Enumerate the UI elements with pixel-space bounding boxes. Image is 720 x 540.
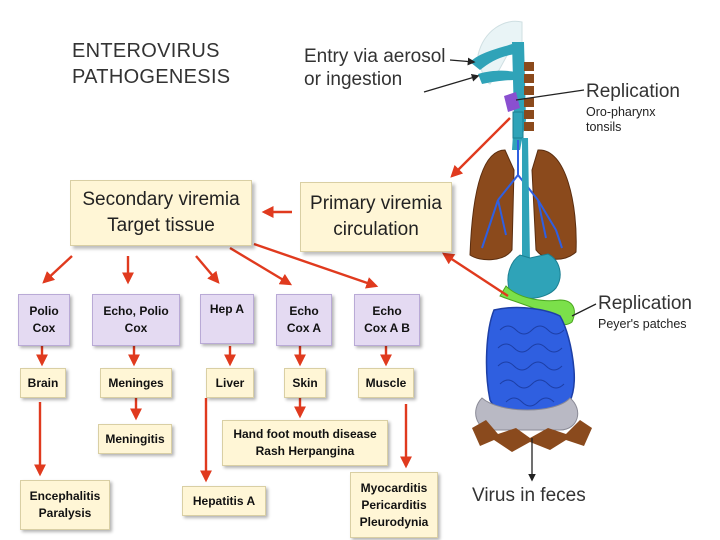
oro-pharynx-text: Oro-pharynx <box>586 105 656 119</box>
pelvis <box>475 397 579 431</box>
disease-hand-foot-mouth: Hand foot mouth disease Rash Herpangina <box>222 420 388 466</box>
entry-pointer-aerosol <box>449 57 476 66</box>
entry-label: Entry via aerosol or ingestion <box>304 45 446 91</box>
disease-myocarditis: Myocarditis Pericarditis Pleurodynia <box>350 472 438 538</box>
replication-gut-pointer <box>571 303 597 317</box>
virus-type-5-line-2: Cox A B <box>364 321 410 335</box>
tissue-skin: Skin <box>284 368 326 398</box>
virus-type-echo-polio-cox: Echo, Polio Cox <box>92 294 180 346</box>
tissue-muscle-text: Muscle <box>365 375 407 390</box>
tissue-skin-text: Skin <box>292 375 318 390</box>
secondary-viremia-line-2: Target tissue <box>107 215 215 236</box>
arrow-secondary-to-echo-coxab <box>253 242 379 289</box>
entry-line-1: Entry via aerosol <box>304 46 446 67</box>
tissue-brain-text: Brain <box>27 375 59 390</box>
entry-pointer-ingestion <box>423 74 480 93</box>
title-line-1: ENTEROVIRUS <box>72 40 220 62</box>
arrow-gut-to-circulation <box>441 252 509 298</box>
peyers-patches-text: Peyer's patches <box>598 317 687 331</box>
virus-type-1-line-2: Cox <box>32 321 56 335</box>
spine <box>524 62 534 131</box>
left-lung <box>469 149 515 261</box>
intestine-coils <box>497 325 565 407</box>
tissue-brain: Brain <box>20 368 66 398</box>
stomach <box>507 253 561 299</box>
myocarditis-line-1: Myocarditis <box>360 480 428 495</box>
entry-line-2: or ingestion <box>304 69 403 90</box>
flow-arrows <box>34 117 511 483</box>
virus-type-2-line-2: Cox <box>124 321 148 335</box>
diagram-title: ENTEROVIRUS PATHOGENESIS <box>72 38 230 90</box>
disease-hepatitis-a: Hepatitis A <box>182 486 266 516</box>
right-lung <box>531 149 577 260</box>
larynx <box>512 111 524 139</box>
hfm-line-2: Rash Herpangina <box>255 444 355 458</box>
myocarditis-line-2: Pericarditis <box>361 497 427 512</box>
tissue-meninges-text: Meninges <box>108 375 164 390</box>
anatomy-illustration <box>469 20 592 452</box>
replication-top-heading: Replication <box>586 81 680 102</box>
virus-type-5-line-1: Echo <box>372 304 402 318</box>
encephalitis-line-1: Encephalitis <box>29 489 101 503</box>
secondary-viremia-line-1: Secondary viremia <box>82 189 240 210</box>
nasal-airway <box>470 44 516 70</box>
tissue-meninges: Meninges <box>100 368 172 398</box>
virus-type-echo-cox-a: Echo Cox A <box>276 294 332 346</box>
arrow-secondary-to-polio <box>42 255 73 284</box>
virus-type-1-line-1: Polio <box>29 304 59 318</box>
virus-type-3-line-1: Hep A <box>209 302 245 316</box>
oro-pharynx-tonsils <box>504 92 520 112</box>
encephalitis-line-2: Paralysis <box>38 506 92 520</box>
replication-gut-label: Replication Peyer's patches <box>598 292 692 332</box>
replication-oropharynx-label: Replication Oro-pharynx tonsils <box>586 80 680 135</box>
arrow-secondary-to-hepa <box>195 255 220 284</box>
primary-viremia-line-2: circulation <box>333 219 419 240</box>
primary-viremia-box: Primary viremia circulation <box>300 182 452 252</box>
virus-type-2-line-1: Echo, Polio <box>103 304 169 318</box>
primary-viremia-line-1: Primary viremia <box>310 193 442 214</box>
virus-type-4-line-2: Cox A <box>286 321 322 335</box>
disease-encephalitis: Encephalitis Paralysis <box>20 480 110 530</box>
disease-meningitis-text: Meningitis <box>105 431 165 446</box>
replication-top-detail: Oro-pharynx tonsils <box>586 105 680 135</box>
tissue-liver-text: Liver <box>215 375 245 390</box>
tissue-muscle: Muscle <box>358 368 414 398</box>
virus-type-4-line-1: Echo <box>289 304 319 318</box>
secondary-viremia-box: Secondary viremia Target tissue <box>70 180 252 246</box>
replication-gut-heading: Replication <box>598 293 692 314</box>
pelvic-bones <box>472 420 592 452</box>
replication-top-pointer <box>515 89 585 101</box>
mouth-airway <box>478 70 515 84</box>
hfm-line-1: Hand foot mouth disease <box>233 427 377 441</box>
virus-type-hep-a: Hep A <box>200 294 254 344</box>
hepatitis-text: Hepatitis A <box>192 493 256 508</box>
tonsils-text: tonsils <box>586 120 622 134</box>
arrow-throat-to-primary <box>450 117 511 178</box>
label-pointers <box>423 57 597 482</box>
virus-type-polio-cox: Polio Cox <box>18 294 70 346</box>
disease-meningitis: Meningitis <box>98 424 172 454</box>
title-line-2: PATHOGENESIS <box>72 66 231 88</box>
virus-type-echo-cox-ab: Echo Cox A B <box>354 294 420 346</box>
tissue-liver: Liver <box>206 368 254 398</box>
myocarditis-line-3: Pleurodynia <box>359 514 429 529</box>
feces-label: Virus in feces <box>472 485 586 506</box>
esophagus <box>522 138 530 262</box>
arrow-secondary-to-echo-coxa <box>229 246 293 286</box>
